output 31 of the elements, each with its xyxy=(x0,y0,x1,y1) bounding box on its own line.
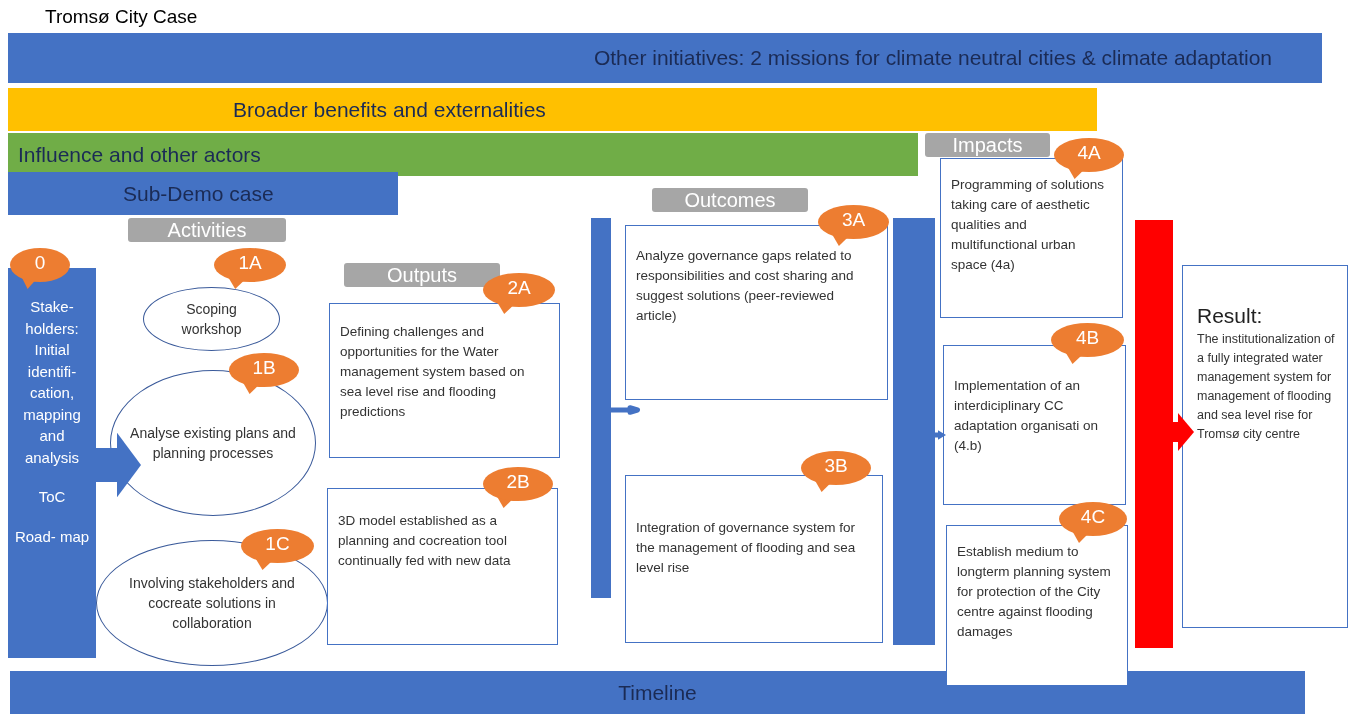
benefits-bar: Broader benefits and externalities xyxy=(8,88,1097,131)
divider-bar xyxy=(893,218,935,645)
impact-box: Implementation of an interdiciplinary CC adaptation organisati on (4.b) xyxy=(943,345,1126,505)
activity-ellipse: Scoping workshop xyxy=(143,287,280,351)
output-box: 3D model established as a planning and cocreation tool continually fed with new data xyxy=(327,488,558,645)
block-arrow xyxy=(96,432,141,498)
result-box xyxy=(1182,265,1348,628)
outcome-box: Analyze governance gaps related to responsibilities and cost sharing and suggest solutions (peer-reviewed article) xyxy=(625,225,888,400)
block-arrow xyxy=(1173,413,1194,451)
section-tab: Activities xyxy=(128,218,286,242)
timeline-bar: Timeline xyxy=(10,671,1305,714)
section-tab: Impacts xyxy=(925,133,1050,157)
result-text: The institutionalization of a fully integrated water management system for management of flooding and sea level rise for Tromsø city centre xyxy=(1197,331,1336,443)
block-text: ToC xyxy=(37,487,67,507)
actors-bar: Influence and other actors xyxy=(8,133,918,176)
output-box: Defining challenges and opportunities for the Water management system based on sea level rise and flooding predictions xyxy=(329,303,560,458)
result-heading: Result: xyxy=(1197,303,1264,329)
impact-box: Establish medium to longterm planning system for protection of the City centre against flooding damages xyxy=(946,525,1128,686)
block-text: Stake- holders: Initial identifi- cation, mapping and analysis xyxy=(22,297,82,468)
block-arrow xyxy=(935,430,946,440)
diagram-title: Tromsø City Case xyxy=(45,6,198,28)
divider-bar xyxy=(1135,220,1173,648)
outcome-box: Integration of governance system for the management of flooding and sea level rise xyxy=(625,475,883,643)
impact-box: Programming of solutions taking care of aesthetic qualities and multifunctional urban space (4a) xyxy=(940,158,1123,318)
section-tab: Outcomes xyxy=(652,188,808,212)
section-tab: Outputs xyxy=(344,263,500,287)
initiatives-bar: Other initiatives: 2 missions for climate neutral cities & climate adaptation xyxy=(8,33,1322,83)
block-text: Road- map xyxy=(13,526,91,547)
sub-demo-bar: Sub-Demo case xyxy=(8,172,398,215)
block-arrow xyxy=(608,405,640,415)
stakeholder-block xyxy=(8,268,96,658)
